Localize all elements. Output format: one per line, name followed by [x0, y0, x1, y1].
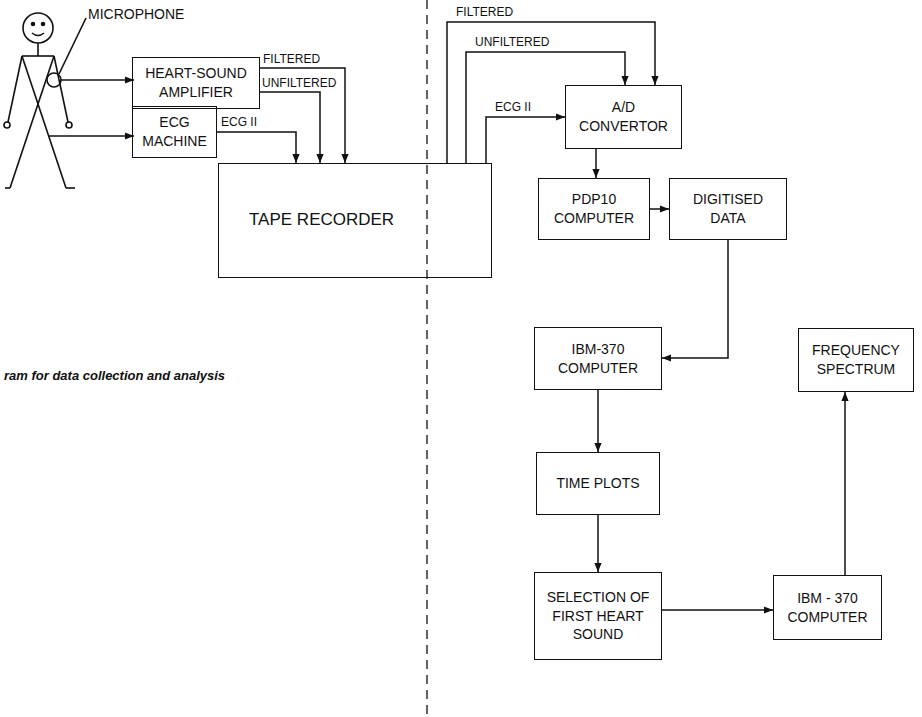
- box-label: IBM - 370 COMPUTER: [779, 589, 876, 627]
- box-label: FREQUENCY SPECTRUM: [804, 341, 908, 379]
- box-label: ECG MACHINE: [138, 113, 211, 151]
- box-label: SELECTION OF FIRST HEART SOUND: [540, 588, 656, 645]
- signal-name: UNFILTERED: [474, 35, 550, 49]
- connector: [260, 92, 320, 163]
- converter-box: A/D CONVERTOR: [565, 85, 682, 149]
- figure-eye: [32, 23, 35, 26]
- figure-hand: [4, 122, 10, 128]
- figure-body: [22, 56, 66, 188]
- figure-foot: [5, 187, 10, 189]
- figure-caption: ram for data collection and analysis: [4, 368, 225, 384]
- part-name: MICROPHONE: [88, 6, 184, 22]
- connector: [466, 52, 625, 163]
- signal-wire: [49, 135, 134, 137]
- machine-box: ECG MACHINE: [132, 106, 217, 158]
- connector: [595, 149, 597, 178]
- signal-name: ECG II: [494, 100, 532, 114]
- connector: [662, 609, 773, 611]
- microphone-symbol: [47, 73, 61, 87]
- connector: [597, 390, 599, 452]
- figure-neck: [37, 43, 39, 56]
- signal-name: FILTERED: [262, 52, 321, 66]
- connector: [447, 22, 655, 163]
- figure-arm: [8, 56, 22, 122]
- connector: [217, 132, 296, 163]
- divider-line: [426, 0, 427, 717]
- connector: [597, 515, 599, 572]
- connector: [662, 240, 728, 358]
- amplifier-box: HEART-SOUND AMPLIFIER: [132, 57, 260, 109]
- computer-box: PDP10 COMPUTER: [538, 178, 650, 240]
- box-label: TAPE RECORDER: [249, 209, 394, 232]
- box-label: PDP10 COMPUTER: [544, 190, 644, 228]
- box-label: A/D CONVERTOR: [571, 98, 676, 136]
- computer-box: IBM - 370 COMPUTER: [773, 575, 882, 640]
- figure-shoulders: [22, 55, 54, 57]
- leader-line: [59, 18, 86, 74]
- box-label: DIGITISED DATA: [675, 190, 781, 228]
- figure-arm: [54, 56, 68, 122]
- box-label: TIME PLOTS: [556, 474, 639, 493]
- plot-box: TIME PLOTS: [536, 452, 660, 515]
- box-label: HEART-SOUND AMPLIFIER: [138, 64, 254, 102]
- connector: [650, 208, 669, 210]
- computer-box: IBM-370 COMPUTER: [534, 327, 662, 390]
- figure-mouth: [32, 33, 44, 36]
- signal-name: ECG II: [220, 115, 258, 129]
- signal-name: FILTERED: [455, 5, 514, 19]
- figure-head: [23, 13, 53, 43]
- figure-body: [10, 56, 54, 188]
- process-box: SELECTION OF FIRST HEART SOUND: [534, 572, 662, 660]
- recorder-box: TAPE RECORDER: [218, 163, 492, 278]
- signal-name: UNFILTERED: [261, 76, 337, 90]
- output-box: FREQUENCY SPECTRUM: [798, 328, 914, 392]
- stick-figure: [4, 13, 134, 188]
- signal-wire: [61, 79, 134, 81]
- connector: [260, 68, 345, 163]
- figure-hand: [66, 122, 72, 128]
- connector: [486, 117, 565, 163]
- figure-foot: [66, 187, 75, 189]
- data-box: DIGITISED DATA: [669, 178, 787, 240]
- figure-eye: [42, 23, 45, 26]
- connector: [844, 392, 846, 575]
- box-label: IBM-370 COMPUTER: [540, 340, 656, 378]
